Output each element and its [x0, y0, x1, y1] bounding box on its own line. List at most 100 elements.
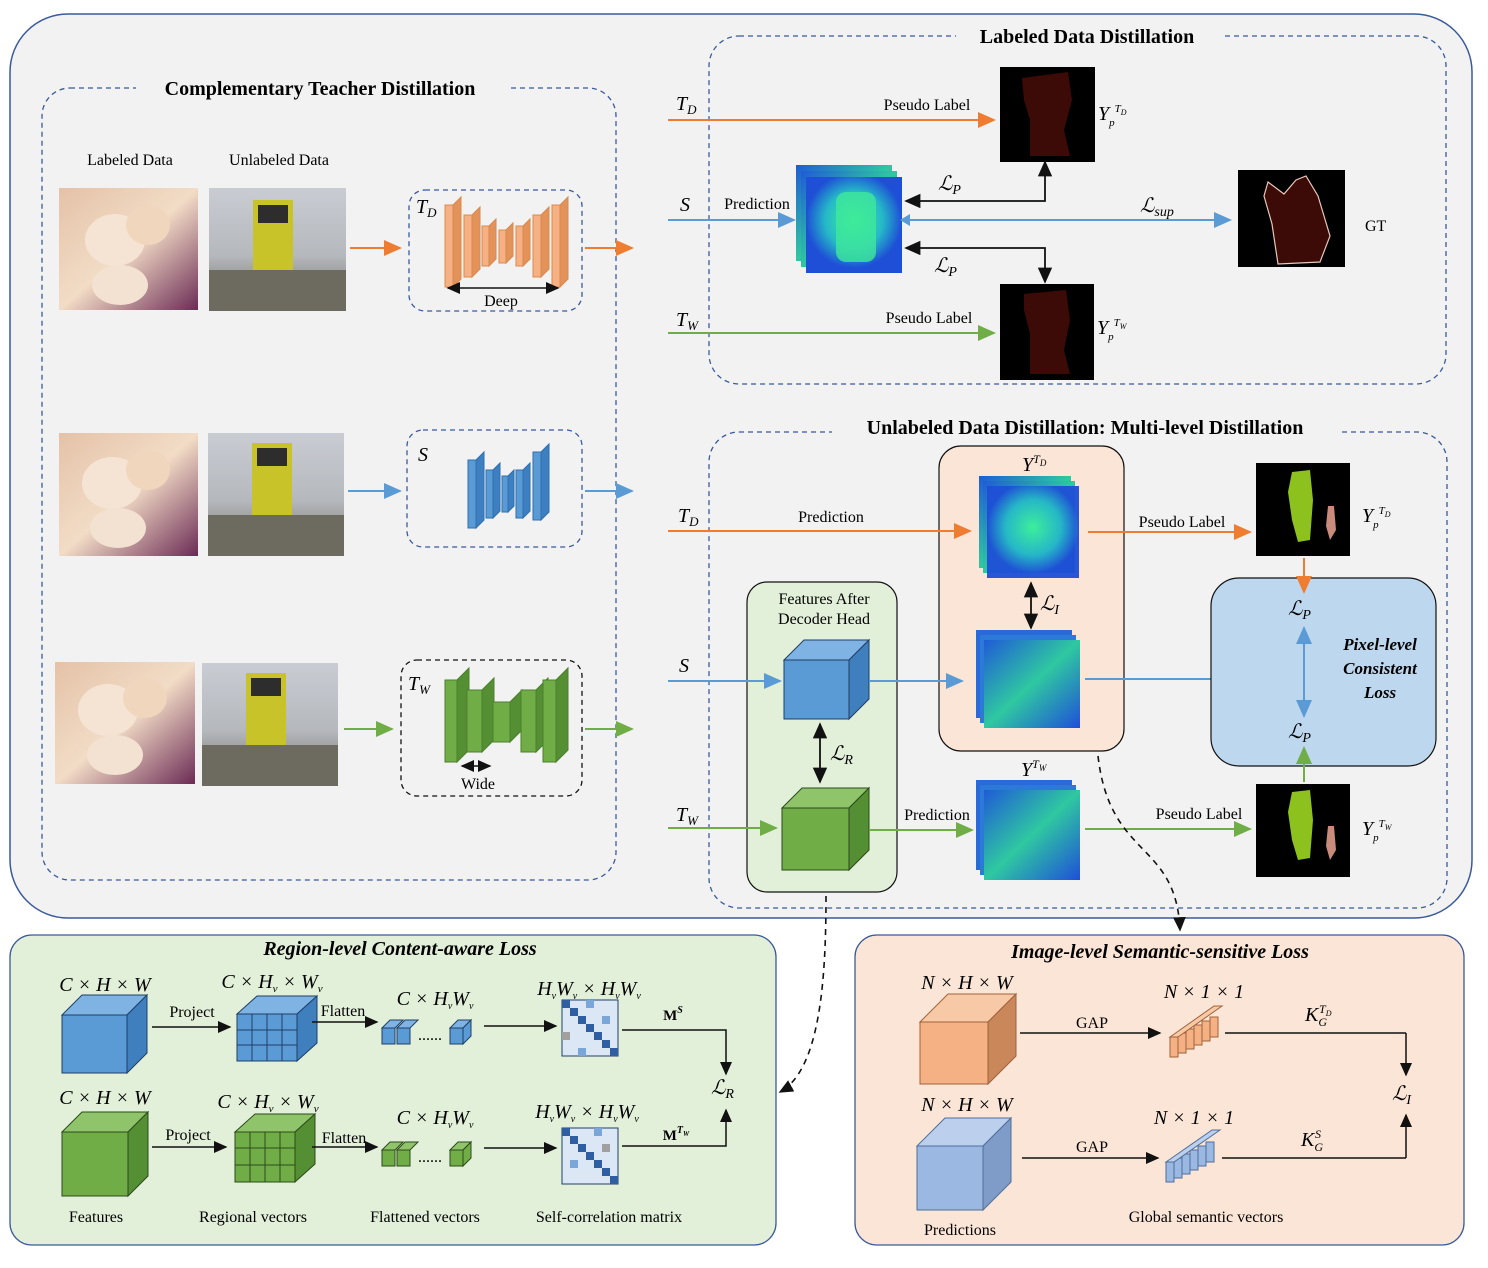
image-dim1-bottom: N × H × W — [920, 1094, 1015, 1116]
region-feature-cube-s — [60, 993, 149, 1075]
yp-tw-label-1: YpTW — [1097, 317, 1128, 343]
region-dim4-top: HvWv × HvWv — [536, 978, 641, 1002]
decoder-head-label: Decoder Head — [778, 611, 870, 628]
region-dim2-bottom: C × Hv × Wv — [217, 1091, 318, 1115]
kg-s-label: KGS — [1300, 1127, 1323, 1154]
gt-mask — [1238, 170, 1345, 267]
flattened-vectors-caption: Flattened vectors — [370, 1209, 480, 1226]
gap-label-2: GAP — [1076, 1139, 1108, 1156]
self-correlation-caption: Self-correlation matrix — [536, 1209, 682, 1226]
self-correlation-matrix-s — [561, 999, 619, 1057]
flatten-label-2: Flatten — [322, 1130, 366, 1147]
tw-net-label: TW — [408, 673, 431, 697]
lp-label-bottom: ℒP — [934, 255, 957, 280]
ldd-prediction-label: Prediction — [724, 196, 790, 213]
cat-image-2 — [59, 433, 198, 556]
yp-tw-label-2: YpTW — [1362, 818, 1393, 844]
lr-label: ℒR — [830, 743, 853, 768]
region-dim1-bottom: C × H × W — [59, 1087, 153, 1109]
wide-teacher-box — [400, 659, 583, 797]
tw-feature-cube — [780, 786, 871, 872]
tw-prediction-heatmap — [976, 780, 1080, 880]
deep-teacher-box — [408, 189, 583, 312]
cat-image-3 — [55, 662, 195, 784]
region-loss-title: Region-level Content-aware Loss — [262, 938, 537, 960]
y-tw-label: YTW — [1021, 757, 1048, 781]
regional-grid-cube-tw — [233, 1112, 317, 1184]
ldd-tw-symbol: TW — [676, 309, 699, 333]
image-dim2-top: N × 1 × 1 — [1163, 981, 1244, 1003]
deep-label: Deep — [484, 293, 518, 310]
region-dim3-top: C × HvWv — [397, 988, 474, 1012]
train-image-1 — [209, 188, 346, 311]
udd-title: Unlabeled Data Distillation: Multi-level… — [867, 417, 1304, 439]
global-vector-td — [1168, 1005, 1224, 1058]
flatten-dots-2: ...... — [418, 1149, 442, 1166]
lr-label-region: ℒR — [711, 1077, 734, 1102]
self-correlation-matrix-tw — [561, 1127, 619, 1185]
udd-pseudo-label-tw: Pseudo Label — [1156, 806, 1243, 823]
pseudo-label-tw-mask — [1000, 284, 1094, 380]
pixel-loss-panel — [1210, 577, 1437, 767]
ldd-s-symbol: S — [680, 194, 690, 216]
gt-label: GT — [1365, 218, 1387, 235]
regional-grid-cube-s — [235, 994, 319, 1063]
udd-prediction-tw: Prediction — [904, 807, 970, 824]
flattened-vectors-tw — [380, 1140, 473, 1168]
student-network-icon — [467, 442, 550, 530]
image-loss-title: Image-level Semantic-sensitive Loss — [1010, 941, 1309, 963]
predictions-caption: Predictions — [924, 1222, 996, 1239]
project-label-1: Project — [169, 1004, 215, 1021]
lp-label-udd-bottom: ℒP — [1288, 721, 1311, 746]
yp-td-label-1: YpTD — [1098, 103, 1127, 129]
lp-label-udd-top: ℒP — [1288, 598, 1311, 623]
region-dim1-top: C × H × W — [59, 974, 153, 996]
td-prediction-heatmap — [979, 476, 1079, 578]
td-net-label: TD — [416, 196, 437, 220]
connector-to-image-loss — [1097, 755, 1186, 932]
features-caption: Features — [69, 1209, 123, 1226]
connector-to-region-loss — [778, 895, 827, 1093]
flatten-label-1: Flatten — [321, 1003, 365, 1020]
ldd-prediction-heatmap — [796, 165, 902, 273]
wide-network-icon — [444, 666, 569, 764]
udd-prediction-td: Prediction — [798, 509, 864, 526]
udd-tw-symbol: TW — [676, 804, 699, 828]
labeled-data-label: Labeled Data — [87, 152, 173, 169]
flatten-dots-1: ...... — [418, 1027, 442, 1044]
ctd-title: Complementary Teacher Distillation — [165, 78, 476, 100]
global-vector-s — [1164, 1129, 1222, 1183]
udd-pseudo-mask-td — [1256, 463, 1350, 556]
s-prediction-heatmap — [976, 630, 1080, 728]
udd-pseudo-mask-tw — [1256, 784, 1350, 877]
udd-pseudo-label-td: Pseudo Label — [1139, 514, 1226, 531]
pixel-loss-line2: Consistent — [1343, 659, 1418, 678]
pixel-loss-line1: Pixel-level — [1342, 635, 1417, 654]
s-net-label: S — [418, 444, 428, 466]
region-feature-cube-tw — [60, 1110, 150, 1198]
image-dim1-top: N × H × W — [920, 972, 1015, 994]
ldd-box — [708, 35, 1447, 385]
region-dim2-top: C × Hv × Wv — [221, 971, 322, 995]
s-prediction-cube — [915, 1116, 1013, 1212]
li-label: ℒI — [1040, 593, 1060, 618]
global-vectors-caption: Global semantic vectors — [1129, 1209, 1284, 1226]
s-feature-cube — [782, 638, 871, 721]
pseudo-label-td-mask — [1000, 67, 1095, 162]
gap-label-1: GAP — [1076, 1015, 1108, 1032]
td-prediction-cube — [918, 992, 1018, 1086]
mtw-label: MTW — [663, 1125, 690, 1144]
region-dim4-bottom: HvWv × HvWv — [534, 1101, 639, 1125]
ldd-td-symbol: TD — [676, 93, 697, 117]
ldd-title: Labeled Data Distillation — [980, 26, 1194, 48]
student-box — [406, 429, 583, 548]
project-label-2: Project — [165, 1127, 211, 1144]
regional-vectors-caption: Regional vectors — [199, 1209, 307, 1226]
y-td-label: YTD — [1022, 452, 1047, 476]
train-image-2 — [208, 433, 344, 556]
image-dim2-bottom: N × 1 × 1 — [1153, 1107, 1234, 1129]
kg-td-label: KGTD — [1304, 1002, 1332, 1029]
li-label-image: ℒI — [1392, 1083, 1412, 1108]
lsup-label: ℒsup — [1140, 195, 1174, 220]
